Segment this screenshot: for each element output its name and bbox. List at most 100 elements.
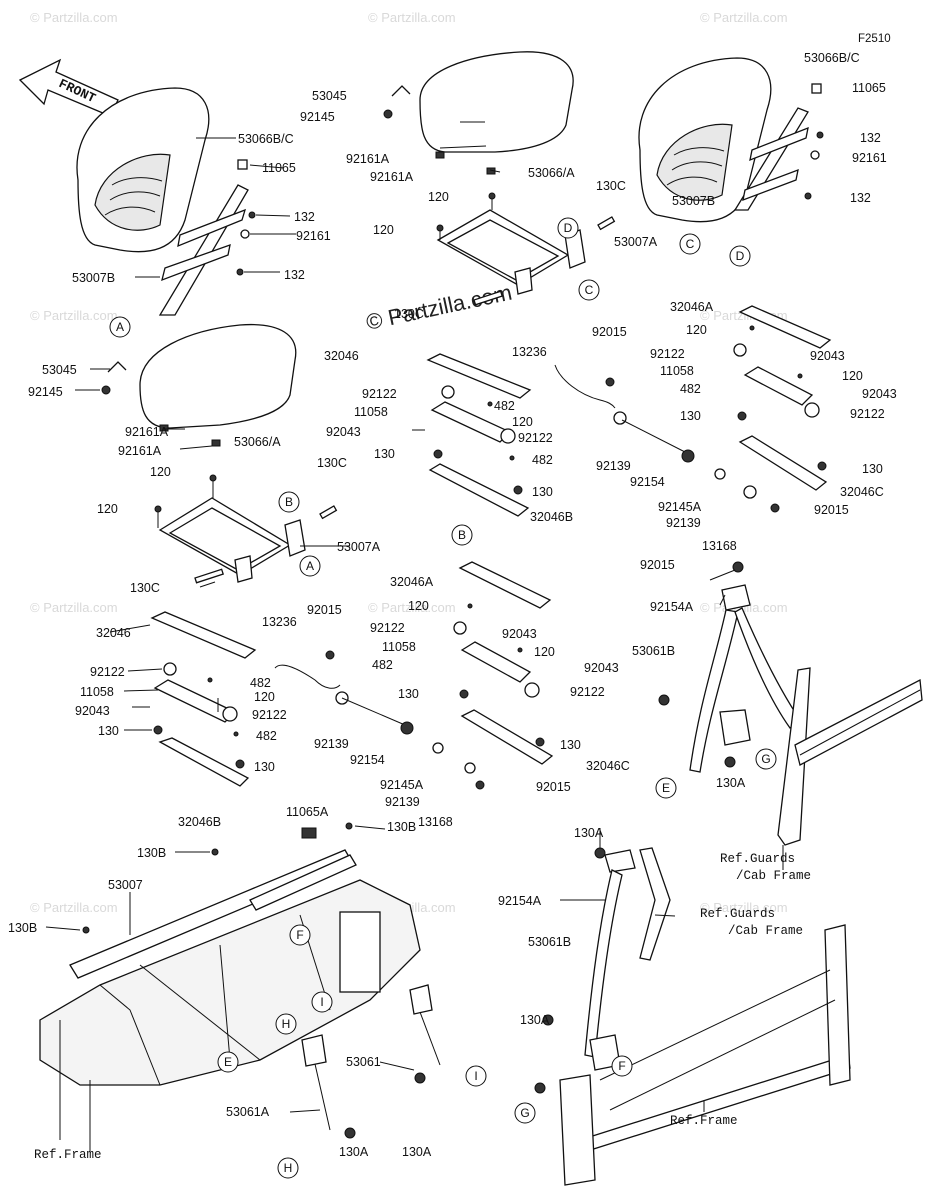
part-label: 130 xyxy=(560,738,581,752)
part-label: 53061B xyxy=(632,644,675,658)
part-label: 120 xyxy=(97,502,118,516)
part-label: 132 xyxy=(850,191,871,205)
callout-a: A xyxy=(299,555,321,577)
adjuster-center xyxy=(554,364,780,513)
watermark: © Partzilla.com xyxy=(700,900,788,915)
callout-c: C xyxy=(578,279,600,301)
callouts: A B A D C B C D G E F I H E I H F G xyxy=(109,217,777,1179)
callout-e: E xyxy=(655,777,677,799)
part-label: 53066B/C xyxy=(238,132,294,146)
part-label: 92139 xyxy=(385,795,420,809)
part-label: 132 xyxy=(284,268,305,282)
part-label: 92015 xyxy=(536,780,571,794)
part-label: 53066/A xyxy=(234,435,281,449)
seat-cushion-center xyxy=(383,51,574,175)
part-label: 53007B xyxy=(672,194,715,208)
callout-b: B xyxy=(278,491,300,513)
watermark: © Partzilla.com xyxy=(30,10,118,25)
part-label: 92043 xyxy=(326,425,361,439)
part-label: 53066B/C xyxy=(804,51,860,65)
svg-text:G: G xyxy=(761,752,770,766)
part-label: 130C xyxy=(394,307,424,321)
seat-frame-left xyxy=(154,474,338,584)
part-label: 92145 xyxy=(28,385,63,399)
part-label: 92139 xyxy=(596,459,631,473)
part-label: 13236 xyxy=(512,345,547,359)
part-label: 132 xyxy=(860,131,881,145)
svg-text:F: F xyxy=(296,928,303,942)
slide-rail-center-lower xyxy=(453,561,554,765)
part-label: 92161A xyxy=(125,425,169,439)
part-label: 92043 xyxy=(502,627,537,641)
ref-labels: Ref.Guards /Cab Frame Ref.Guards /Cab Fr… xyxy=(34,852,811,1162)
part-label: 92161A xyxy=(118,444,162,458)
part-label: 92015 xyxy=(640,558,675,572)
part-label: 32046A xyxy=(670,300,714,314)
part-label: 11065 xyxy=(852,81,886,95)
slide-rail-left xyxy=(132,611,257,787)
part-label: 92161A xyxy=(370,170,414,184)
callout-i: I xyxy=(465,1065,487,1087)
part-label: 92122 xyxy=(650,347,685,361)
svg-text:C: C xyxy=(585,283,594,297)
part-label: 120 xyxy=(842,369,863,383)
part-label: 92139 xyxy=(314,737,349,751)
callout-c: C xyxy=(679,233,701,255)
watermark: © Partzilla.com xyxy=(30,600,118,615)
watermark: © Partzilla.com xyxy=(700,600,788,615)
part-label: 11058 xyxy=(382,640,416,654)
copyright-text: © Partzilla.com xyxy=(364,280,514,335)
callout-h: H xyxy=(275,1013,297,1035)
part-label: 32046C xyxy=(586,759,630,773)
svg-text:A: A xyxy=(116,320,124,334)
part-label: 130A xyxy=(339,1145,369,1159)
seat-belt-buckles-left xyxy=(301,984,441,1139)
part-label: 130 xyxy=(680,409,701,423)
part-label: 13236 xyxy=(262,615,297,629)
ref-label: /Cab Frame xyxy=(728,924,803,938)
diagram-code: F2510 xyxy=(858,33,891,45)
part-label: 92154 xyxy=(350,753,385,767)
callout-h: H xyxy=(277,1157,299,1179)
svg-text:H: H xyxy=(284,1161,293,1175)
part-label: 482 xyxy=(680,382,701,396)
part-label: 53061B xyxy=(528,935,571,949)
part-label: 92043 xyxy=(862,387,897,401)
svg-text:A: A xyxy=(306,559,314,573)
part-label: 92015 xyxy=(592,325,627,339)
callout-i: I xyxy=(311,991,333,1013)
part-label: 53007A xyxy=(614,235,658,249)
part-label: 482 xyxy=(532,453,553,467)
cab-frame-right xyxy=(794,678,923,766)
callout-d: D xyxy=(557,217,579,239)
part-label: 130C xyxy=(317,456,347,470)
svg-text:B: B xyxy=(285,495,293,509)
part-label: 92161 xyxy=(296,229,331,243)
part-label: 92145A xyxy=(380,778,424,792)
part-label: 130 xyxy=(398,687,419,701)
part-label: 130A xyxy=(402,1145,432,1159)
part-label: 92015 xyxy=(307,603,342,617)
callout-e: E xyxy=(217,1051,239,1073)
watermark: © Partzilla.com xyxy=(700,10,788,25)
part-label: 482 xyxy=(256,729,277,743)
part-label: 53061A xyxy=(226,1105,270,1119)
part-label: 120 xyxy=(512,415,533,429)
part-label: 92145A xyxy=(658,500,702,514)
part-label: 53007A xyxy=(337,540,381,554)
part-label: 130 xyxy=(98,724,119,738)
hardware-left-top xyxy=(236,159,256,276)
part-label: 92154 xyxy=(630,475,665,489)
svg-text:E: E xyxy=(224,1055,232,1069)
part-label: 13168 xyxy=(418,815,453,829)
part-label: 11058 xyxy=(354,405,388,419)
svg-text:E: E xyxy=(662,781,670,795)
part-label: 32046A xyxy=(390,575,434,589)
part-label: 120 xyxy=(150,465,171,479)
seat-back-right xyxy=(638,57,772,223)
floor-frame-left xyxy=(39,822,421,1140)
svg-text:B: B xyxy=(458,528,466,542)
part-label: 92015 xyxy=(814,503,849,517)
seat-back-left xyxy=(76,87,210,253)
